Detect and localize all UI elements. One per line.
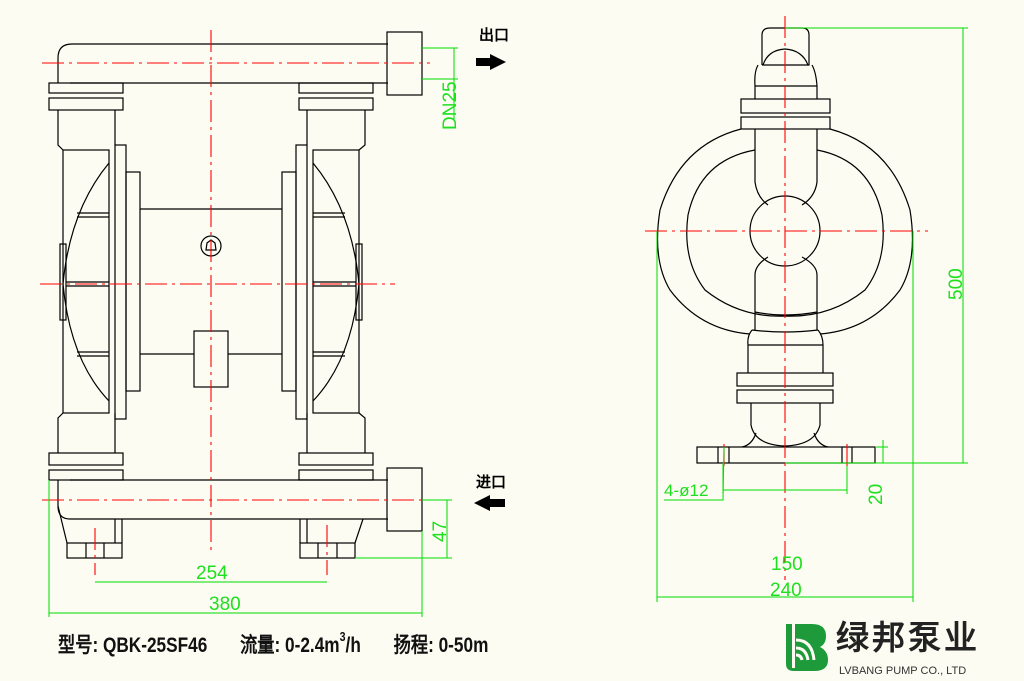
dim-500: 500 — [946, 268, 967, 300]
brand-name-en: LVBANG PUMP CO., LTD — [839, 665, 967, 677]
dim-holes: 4-ø12 — [664, 481, 708, 500]
spec-line: 型号: QBK-25SF46 流量: 0-2.4m3/h 扬程: 0-50m — [58, 629, 521, 660]
dim-240: 240 — [770, 580, 802, 601]
inlet-arrow-icon — [474, 495, 505, 511]
flow-value: 流量: 0-2.4m — [240, 634, 340, 657]
front-view — [40, 30, 430, 575]
flow-unit-exponent: 3 — [339, 629, 346, 644]
dim-dn25: DN25 — [440, 81, 461, 130]
dim-254: 254 — [196, 563, 228, 584]
side-dimensions: 500 20 150 240 4-ø12 — [656, 27, 968, 602]
front-dimensions: DN25 254 380 47 — [48, 47, 461, 617]
head-spec: 扬程: 0-50m — [393, 634, 489, 657]
brand-name-cn: 绿邦泵业 — [836, 618, 980, 657]
lvbang-logo-icon — [786, 624, 828, 671]
flow-unit-suffix: /h — [345, 634, 361, 657]
model-spec: 型号: QBK-25SF46 — [58, 634, 208, 657]
dim-150: 150 — [771, 554, 803, 575]
dim-20: 20 — [866, 484, 887, 505]
outlet-arrow-icon — [476, 54, 506, 70]
brand-logo: 绿邦泵业 LVBANG PUMP CO., LTD — [782, 620, 1022, 680]
dim-380: 380 — [209, 594, 241, 615]
inlet-label: 进口 — [476, 473, 506, 491]
flow-spec: 流量: 0-2.4m3/h — [240, 629, 361, 660]
outlet-label: 出口 — [479, 26, 509, 44]
dim-47: 47 — [430, 521, 451, 542]
